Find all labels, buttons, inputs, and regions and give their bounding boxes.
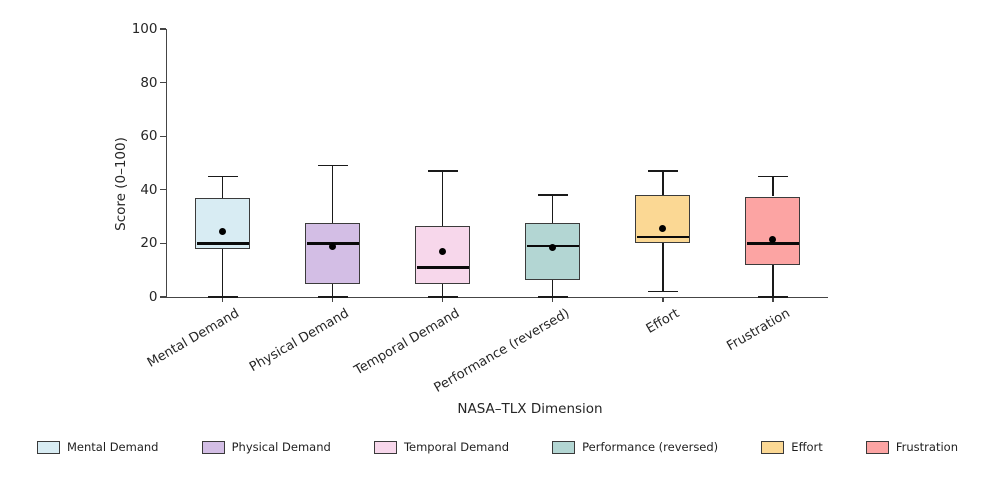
- mean-dot-frustration: [769, 235, 777, 243]
- upper-whisker-performance-reversed: [552, 195, 554, 224]
- upper-whisker-effort: [662, 171, 664, 196]
- y-tick-label: 0: [148, 289, 158, 305]
- y-tick-mark: [160, 28, 166, 30]
- box-performance-reversed: [525, 223, 581, 280]
- legend-item-temporal-demand: Temporal Demand: [373, 440, 510, 454]
- x-tick-label-effort: Effort: [644, 306, 683, 337]
- upper-whisker-cap-effort: [647, 170, 678, 172]
- lower-whisker-performance-reversed: [552, 279, 554, 297]
- x-tick-label-temporal-demand: Temporal Demand: [351, 306, 463, 379]
- lower-whisker-cap-effort: [647, 290, 678, 293]
- legend-label: Effort: [791, 440, 823, 454]
- y-tick-mark: [160, 81, 166, 84]
- median-line-mental-demand: [196, 242, 249, 245]
- box-mental-demand: [195, 197, 251, 249]
- lower-whisker-effort: [662, 243, 664, 292]
- legend: Mental Demand Physical Demand Temporal Dem…: [0, 440, 996, 454]
- lower-whisker-physical-demand: [331, 283, 334, 297]
- y-tick-label: 40: [140, 181, 158, 198]
- y-tick-mark: [160, 242, 166, 245]
- legend-swatch-physical-demand: [201, 440, 225, 454]
- x-tick-label-mental-demand: Mental Demand: [145, 306, 243, 371]
- x-tick-mark: [221, 298, 224, 303]
- legend-item-performance-reversed: Performance (reversed): [552, 440, 718, 454]
- y-axis-title: Score (0–100): [113, 137, 129, 231]
- x-tick-label-frustration: Frustration: [724, 306, 793, 355]
- median-line-temporal-demand: [416, 266, 469, 269]
- lower-whisker-cap-temporal-demand: [427, 296, 458, 298]
- x-tick-label-physical-demand: Physical Demand: [247, 306, 353, 376]
- legend-label: Frustration: [895, 440, 958, 454]
- mean-dot-temporal-demand: [439, 247, 447, 255]
- lower-whisker-cap-frustration: [757, 296, 788, 298]
- legend-swatch-mental-demand: [37, 440, 60, 454]
- mean-dot-mental-demand: [219, 227, 227, 235]
- median-line-frustration: [746, 242, 799, 245]
- y-tick-mark: [160, 189, 166, 191]
- upper-whisker-cap-temporal-demand: [427, 170, 458, 172]
- y-tick-mark: [160, 135, 166, 137]
- x-axis-title: NASA–TLX Dimension: [457, 401, 603, 417]
- y-axis-line: [166, 29, 168, 299]
- upper-whisker-cap-physical-demand: [317, 164, 348, 167]
- legend-item-effort: Effort: [761, 440, 823, 454]
- upper-whisker-cap-performance-reversed: [537, 194, 568, 196]
- median-line-effort: [636, 235, 689, 238]
- upper-whisker-frustration: [772, 176, 774, 197]
- legend-swatch-effort: [761, 440, 785, 454]
- legend-swatch-performance-reversed: [552, 440, 576, 454]
- lower-whisker-cap-mental-demand: [207, 296, 238, 298]
- legend-label: Temporal Demand: [403, 440, 510, 454]
- y-tick-label: 80: [140, 74, 158, 91]
- y-tick-mark: [160, 296, 166, 298]
- x-tick-mark: [552, 298, 554, 303]
- legend-swatch-frustration: [865, 440, 889, 454]
- upper-whisker-cap-mental-demand: [207, 175, 238, 178]
- lower-whisker-cap-performance-reversed: [537, 296, 568, 298]
- legend-item-frustration: Frustration: [865, 440, 958, 454]
- y-tick-label: 60: [140, 128, 158, 145]
- legend-item-physical-demand: Physical Demand: [201, 440, 331, 454]
- box-frustration: [745, 196, 801, 265]
- legend-label: Physical Demand: [231, 440, 331, 454]
- upper-whisker-temporal-demand: [442, 171, 444, 226]
- x-tick-mark: [772, 298, 774, 303]
- upper-whisker-cap-frustration: [757, 175, 788, 178]
- box-effort: [635, 195, 691, 244]
- mean-dot-physical-demand: [329, 242, 337, 250]
- mean-dot-effort: [659, 225, 667, 233]
- x-axis-line: [166, 296, 828, 299]
- x-tick-mark: [442, 298, 444, 303]
- legend-label: Mental Demand: [67, 440, 159, 454]
- upper-whisker-physical-demand: [331, 165, 334, 224]
- x-tick-mark: [662, 298, 664, 303]
- lower-whisker-cap-physical-demand: [317, 296, 348, 298]
- mean-dot-performance-reversed: [549, 243, 557, 251]
- lower-whisker-temporal-demand: [442, 283, 444, 297]
- y-tick-label: 100: [131, 21, 158, 37]
- box-physical-demand: [305, 223, 361, 284]
- lower-whisker-frustration: [772, 264, 774, 297]
- legend-swatch-temporal-demand: [373, 440, 397, 454]
- x-tick-mark: [331, 298, 334, 303]
- legend-item-mental-demand: Mental Demand: [37, 440, 158, 454]
- y-tick-label: 20: [140, 235, 158, 252]
- lower-whisker-mental-demand: [221, 248, 224, 297]
- upper-whisker-mental-demand: [221, 176, 224, 198]
- legend-label: Performance (reversed): [582, 440, 719, 454]
